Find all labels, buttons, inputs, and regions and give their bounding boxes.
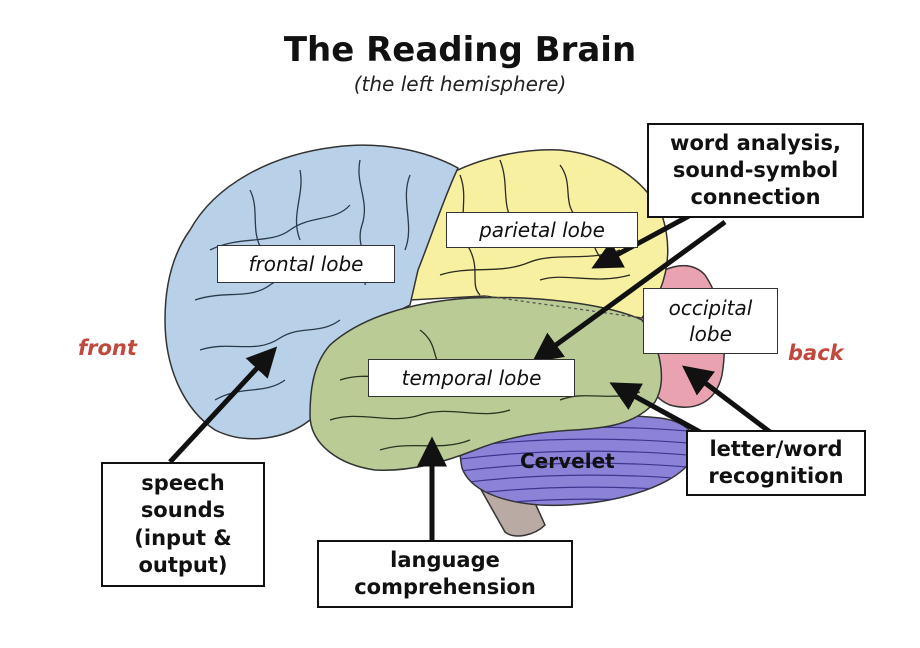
speech-line4: output) xyxy=(138,552,228,577)
letter-word-line2: recognition xyxy=(708,464,844,488)
word-analysis-box: word analysis, sound-symbol connection xyxy=(647,123,864,218)
frontal-lobe-label: frontal lobe xyxy=(217,245,395,283)
arrow-speech-to-frontal xyxy=(168,346,278,464)
letter-word-line1: letter/word xyxy=(709,436,843,461)
language-line1: language xyxy=(390,547,500,572)
speech-sounds-box: speech sounds (input & output) xyxy=(101,462,265,587)
page-subtitle: (the left hemisphere) xyxy=(353,72,567,96)
occipital-label-line2: lobe xyxy=(689,322,732,346)
arrow-recognition-to-temporal xyxy=(609,382,702,435)
front-direction-label: front xyxy=(78,336,137,360)
parietal-temporal-boundary xyxy=(484,295,643,319)
page-title: The Reading Brain xyxy=(283,30,637,70)
arrow-recognition-to-occipital xyxy=(682,365,772,434)
language-line2: comprehension xyxy=(354,575,536,599)
occipital-label-line1: occipital xyxy=(668,296,753,320)
speech-line1: speech xyxy=(141,470,225,495)
occipital-lobe-label: occipital lobe xyxy=(643,288,778,354)
speech-line2: sounds xyxy=(140,498,226,523)
arrow-word-analysis-to-parietal xyxy=(591,207,702,269)
word-analysis-line3: connection xyxy=(690,185,821,210)
word-analysis-line1: word analysis, xyxy=(670,130,841,155)
letter-word-recognition-box: letter/word recognition xyxy=(686,430,866,496)
parietal-lobe-label: parietal lobe xyxy=(446,212,638,248)
back-direction-label: back xyxy=(788,341,844,365)
temporal-lobe-label: temporal lobe xyxy=(368,359,575,397)
speech-line3: (input & xyxy=(134,525,232,550)
word-analysis-line2: sound-symbol xyxy=(672,157,839,182)
cerebellum-label: Cervelet xyxy=(520,449,615,473)
arrow-word-analysis-to-temporal xyxy=(531,219,727,363)
language-comprehension-box: language comprehension xyxy=(317,540,573,608)
